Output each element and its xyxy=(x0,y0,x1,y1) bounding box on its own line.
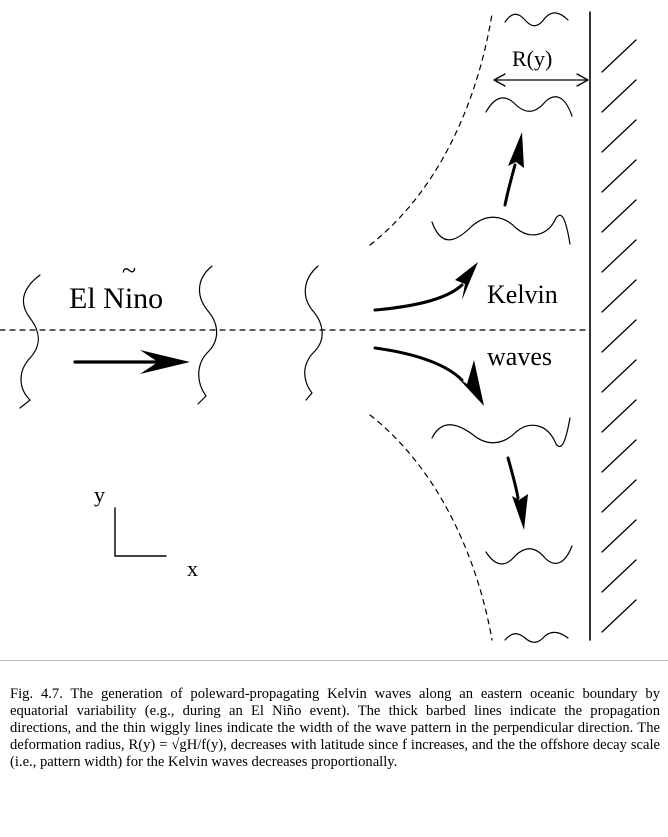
poleward-south-arrow xyxy=(506,456,528,530)
kelvin-south-arrow xyxy=(373,346,484,406)
kelvin-wiggle-4 xyxy=(431,417,571,448)
kelvin-wiggle-3 xyxy=(431,214,571,245)
kelvin-label: Kelvin xyxy=(487,280,558,309)
equatorial-wiggle-3 xyxy=(304,265,323,401)
kelvin-wiggle-1 xyxy=(504,12,569,27)
radius-label: R(y) xyxy=(512,46,553,71)
kelvin-wiggle-2 xyxy=(485,96,573,117)
equatorial-wiggle-2 xyxy=(197,265,218,405)
equatorial-wiggle-1 xyxy=(19,274,41,409)
kelvin-wiggle-6 xyxy=(504,631,569,643)
radius-double-arrow xyxy=(493,73,589,87)
el-nino-label: El Nino xyxy=(69,282,164,315)
waves-label: waves xyxy=(487,342,552,371)
kelvin-wave-diagram: El Nino ~ Kelvin waves R(y) y x xyxy=(0,11,637,643)
caption-text: Fig. 4.7. The generation of poleward-pro… xyxy=(10,686,660,770)
diagram-canvas xyxy=(0,11,637,643)
kelvin-north-arrow xyxy=(373,262,478,312)
kelvin-wiggle-5 xyxy=(485,545,573,565)
el-nino-tilde: ~ xyxy=(122,256,137,285)
figure-caption: Fig. 4.7. The generation of poleward-pro… xyxy=(10,686,660,771)
caption-divider xyxy=(0,660,668,661)
upper-envelope-curve xyxy=(369,13,493,246)
axis-x-label: x xyxy=(187,556,198,581)
eastward-arrow xyxy=(73,350,190,374)
coordinate-axes xyxy=(114,507,167,557)
poleward-north-arrow xyxy=(503,132,524,207)
axis-y-label: y xyxy=(94,482,105,507)
land-hatching xyxy=(601,39,637,633)
lower-envelope-curve xyxy=(369,414,493,641)
